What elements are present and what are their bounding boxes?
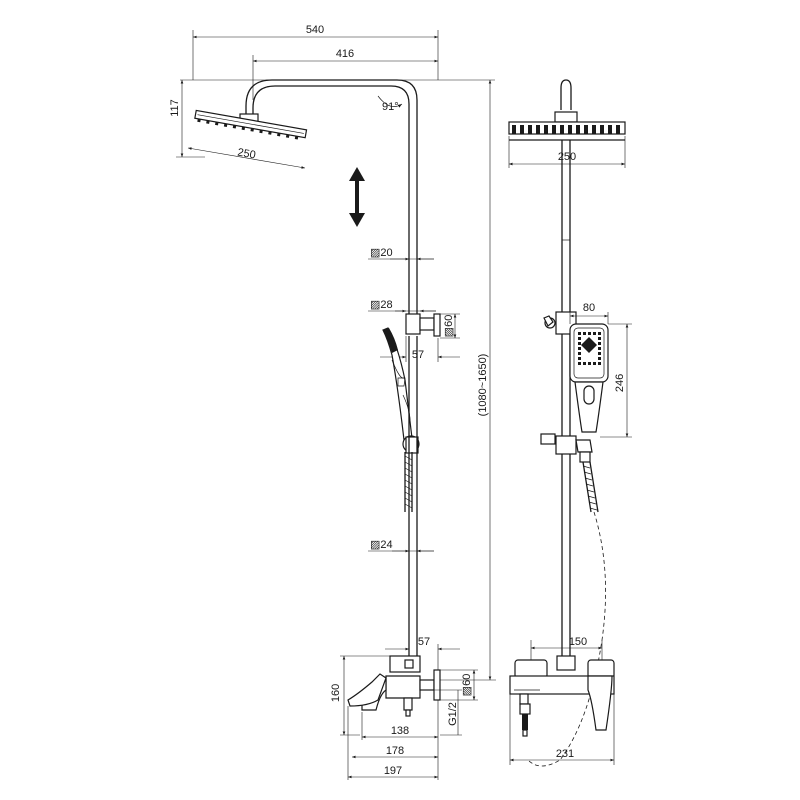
shower-arm-outer	[252, 85, 410, 330]
dimension-thread: G1/2	[434, 689, 462, 736]
mixer-body-front	[509, 655, 615, 737]
dim-bracket-60-label: ▨60	[443, 315, 455, 338]
front-arm-top	[560, 79, 572, 110]
dimension-hand-width: 80	[569, 302, 609, 324]
dim-spout-178-label: 178	[386, 745, 404, 757]
dimension-spout-projections: 138 178 197	[347, 700, 439, 780]
shower-arm-inner	[245, 79, 418, 330]
dim-80-label: 80	[583, 302, 595, 314]
dim-spout-138-label: 138	[391, 725, 409, 737]
dim-416-label: 416	[336, 48, 354, 60]
side-view: 540 416 117 91°	[169, 24, 496, 780]
dim-pipe-28-label: ▨28	[370, 299, 393, 311]
upper-wall-bracket: ▨60 57	[380, 313, 460, 362]
dim-250-front-label: 250	[558, 151, 576, 163]
hand-shower-front	[569, 323, 609, 433]
dimension-mixer-offset: 57	[385, 636, 460, 690]
dim-flange-60-label: ▨60	[461, 674, 473, 697]
dim-mixer-160-label: 160	[330, 684, 342, 702]
flexible-hose-front	[527, 461, 606, 767]
mixer-body-side	[347, 655, 441, 717]
dimension-height-range: (1080~1650)	[440, 80, 496, 681]
slide-bar-clamp	[405, 436, 419, 454]
dim-bracket-57-label: 57	[412, 349, 424, 361]
dim-540-label: 540	[306, 24, 324, 36]
rain-shower-head-side	[194, 109, 308, 140]
dim-pipe-24-label: ▨24	[370, 539, 393, 551]
adjust-height-arrow-icon	[349, 167, 365, 227]
dimension-overall-width: 540	[192, 24, 439, 80]
dim-231-label: 231	[556, 748, 574, 760]
rain-shower-head-front	[508, 111, 626, 141]
dimension-head-width-front: 250	[508, 136, 626, 168]
dim-angle-label: 91°	[382, 101, 399, 113]
flexible-hose-side	[404, 452, 413, 512]
dim-250-side-label: 250	[236, 147, 256, 162]
dimension-hand-length: 246	[600, 323, 632, 438]
dimension-mixer-width: 231	[509, 694, 615, 765]
dimension-pipe-mid: ▨28	[368, 299, 436, 313]
dim-150-label: 150	[569, 636, 587, 648]
inlet-fitting	[519, 703, 531, 737]
dim-pipe-20-label: ▨20	[370, 247, 393, 259]
dimension-arm-width: 416	[252, 48, 438, 100]
spray-nozzle-grid	[578, 332, 601, 365]
dim-height-range-label: (1080~1650)	[477, 354, 489, 417]
dim-246-label: 246	[614, 374, 626, 392]
hand-shower-side	[382, 327, 413, 441]
dim-mixer-57-label: 57	[418, 636, 430, 648]
angle-arc	[377, 95, 403, 108]
dim-head-size-line	[187, 147, 306, 169]
dimension-pipe-upper: ▨20	[368, 247, 434, 261]
front-upper-bracket	[543, 311, 577, 335]
dim-117-label: 117	[169, 99, 181, 117]
dim-thread-label: G1/2	[447, 702, 459, 726]
front-view: 250	[508, 79, 632, 767]
front-slide-clamp	[540, 433, 593, 463]
dimension-mixer-flange: ▨60	[440, 669, 478, 701]
dimension-pipe-lower: ▨24	[368, 539, 434, 553]
dimension-mixer-height: 160	[330, 655, 400, 736]
dim-spout-197-label: 197	[384, 765, 402, 777]
